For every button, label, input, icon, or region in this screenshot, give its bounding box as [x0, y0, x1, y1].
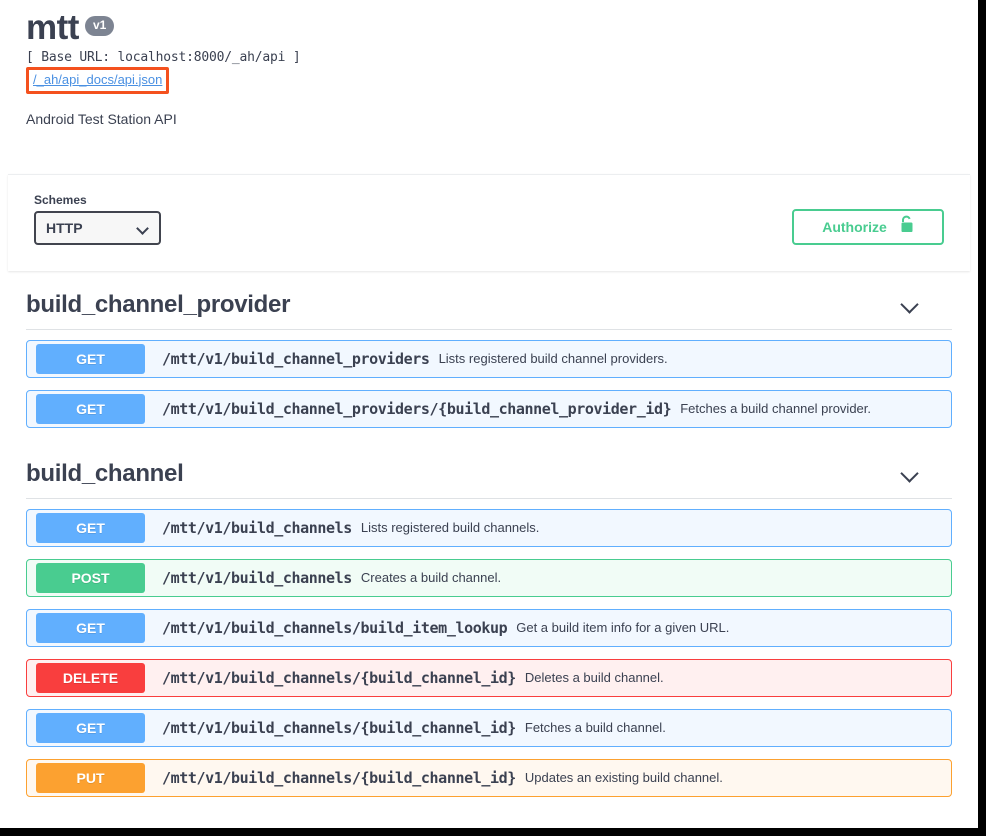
http-method-badge: GET [36, 343, 145, 374]
operation-path: /mtt/v1/build_channels/{build_channel_id… [162, 668, 516, 687]
operation-summary: Updates an existing build channel. [524, 770, 723, 786]
operation-row[interactable]: GET /mtt/v1/build_channels Lists registe… [26, 508, 952, 547]
authorize-button-label: Authorize [822, 218, 887, 235]
chevron-down-icon[interactable] [900, 298, 922, 312]
operation-path: /mtt/v1/build_channels [162, 568, 352, 587]
section-title: build_channel [26, 459, 184, 487]
api-info-header: mtt v1 [ Base URL: localhost:8000/_ah/ap… [0, 0, 978, 127]
section-build-channel-provider: build_channel_provider GET /mtt/v1/build… [8, 271, 970, 428]
operation-path: /mtt/v1/build_channels/{build_channel_id… [162, 768, 516, 787]
authorize-button[interactable]: Authorize [792, 208, 944, 245]
operation-path: /mtt/v1/build_channel_providers [162, 349, 430, 368]
section-title: build_channel_provider [26, 290, 291, 318]
api-version-badge: v1 [84, 16, 115, 36]
operation-summary: Lists registered build channel providers… [438, 351, 668, 367]
operation-row[interactable]: GET /mtt/v1/build_channels/build_item_lo… [26, 608, 952, 647]
http-method-badge: GET [36, 393, 145, 424]
operation-summary: Creates a build channel. [360, 570, 502, 586]
api-base-url: [ Base URL: localhost:8000/_ah/api ] [26, 49, 301, 65]
http-method-badge: GET [36, 712, 145, 743]
api-description: Android Test Station API [26, 110, 177, 127]
section-header[interactable]: build_channel_provider [26, 271, 952, 330]
http-method-badge: GET [36, 612, 145, 643]
operation-row[interactable]: GET /mtt/v1/build_channel_providers List… [26, 339, 952, 378]
operation-row[interactable]: GET /mtt/v1/build_channel_providers/{bui… [26, 389, 952, 428]
operation-path: /mtt/v1/build_channels/{build_channel_id… [162, 718, 516, 737]
section-header[interactable]: build_channel [26, 440, 952, 499]
unlock-icon [899, 215, 914, 239]
operation-row[interactable]: DELETE /mtt/v1/build_channels/{build_cha… [26, 658, 952, 697]
http-method-badge: PUT [36, 762, 145, 793]
chevron-down-icon [137, 224, 149, 232]
http-method-badge: GET [36, 512, 145, 543]
page-title: mtt [26, 8, 79, 47]
operations-container: build_channel_provider GET /mtt/v1/build… [0, 271, 978, 797]
http-method-badge: POST [36, 562, 145, 593]
operation-list: GET /mtt/v1/build_channels Lists registe… [26, 499, 952, 797]
operation-path: /mtt/v1/build_channel_providers/{build_c… [162, 399, 672, 418]
scheme-container: Schemes HTTP Authorize [8, 173, 970, 271]
operation-path: /mtt/v1/build_channels [162, 518, 352, 537]
operation-summary: Lists registered build channels. [360, 520, 540, 536]
api-spec-link[interactable]: /_ah/api_docs/api.json [33, 71, 163, 87]
operation-summary: Deletes a build channel. [524, 670, 664, 686]
chevron-down-icon[interactable] [900, 467, 922, 481]
operation-row[interactable]: GET /mtt/v1/build_channels/{build_channe… [26, 708, 952, 747]
section-build-channel: build_channel GET /mtt/v1/build_channels… [8, 440, 970, 797]
operation-path: /mtt/v1/build_channels/build_item_lookup [162, 618, 508, 637]
schemes-label: Schemes [34, 192, 87, 207]
http-method-badge: DELETE [36, 662, 145, 693]
operation-row[interactable]: POST /mtt/v1/build_channels Creates a bu… [26, 558, 952, 597]
operation-list: GET /mtt/v1/build_channel_providers List… [26, 330, 952, 428]
operation-summary: Get a build item info for a given URL. [516, 620, 730, 636]
schemes-select[interactable]: HTTP [34, 210, 161, 245]
schemes-selected-value: HTTP [46, 219, 83, 236]
spec-link-highlight-box: /_ah/api_docs/api.json [26, 66, 170, 94]
operation-summary: Fetches a build channel provider. [680, 401, 872, 417]
api-title-row: mtt v1 [26, 8, 978, 47]
operation-summary: Fetches a build channel. [524, 720, 666, 736]
schemes-group: Schemes HTTP [34, 193, 161, 245]
operation-row[interactable]: PUT /mtt/v1/build_channels/{build_channe… [26, 758, 952, 797]
